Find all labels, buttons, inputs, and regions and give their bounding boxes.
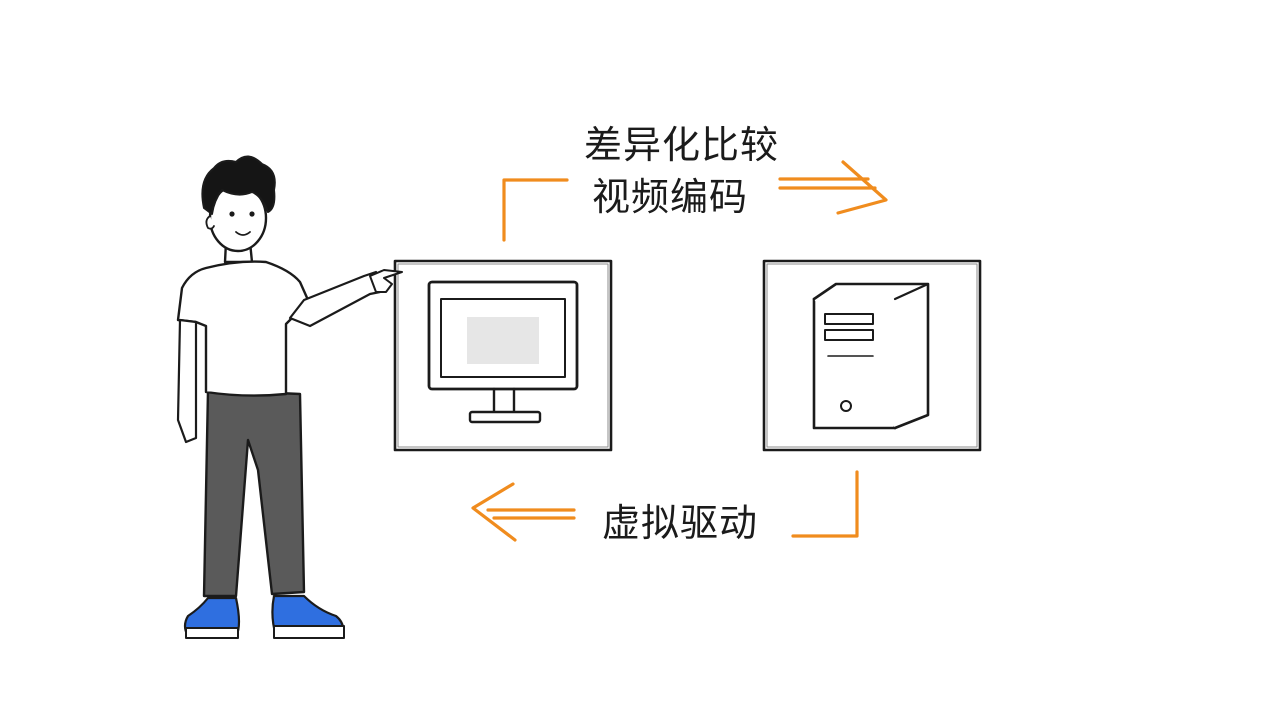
monitor-icon [427, 280, 579, 424]
arrow-top [502, 160, 888, 242]
presenter-figure [176, 155, 403, 639]
monitor-box [393, 259, 613, 452]
label-video-encoding: 视频编码 [592, 175, 749, 219]
computer-tower-icon [812, 282, 930, 430]
tower-box [762, 259, 982, 452]
label-virtual-driver: 虚拟驱动 [602, 501, 759, 545]
label-diff-compare: 差异化比较 [584, 123, 780, 167]
arrow-bottom [471, 470, 859, 542]
